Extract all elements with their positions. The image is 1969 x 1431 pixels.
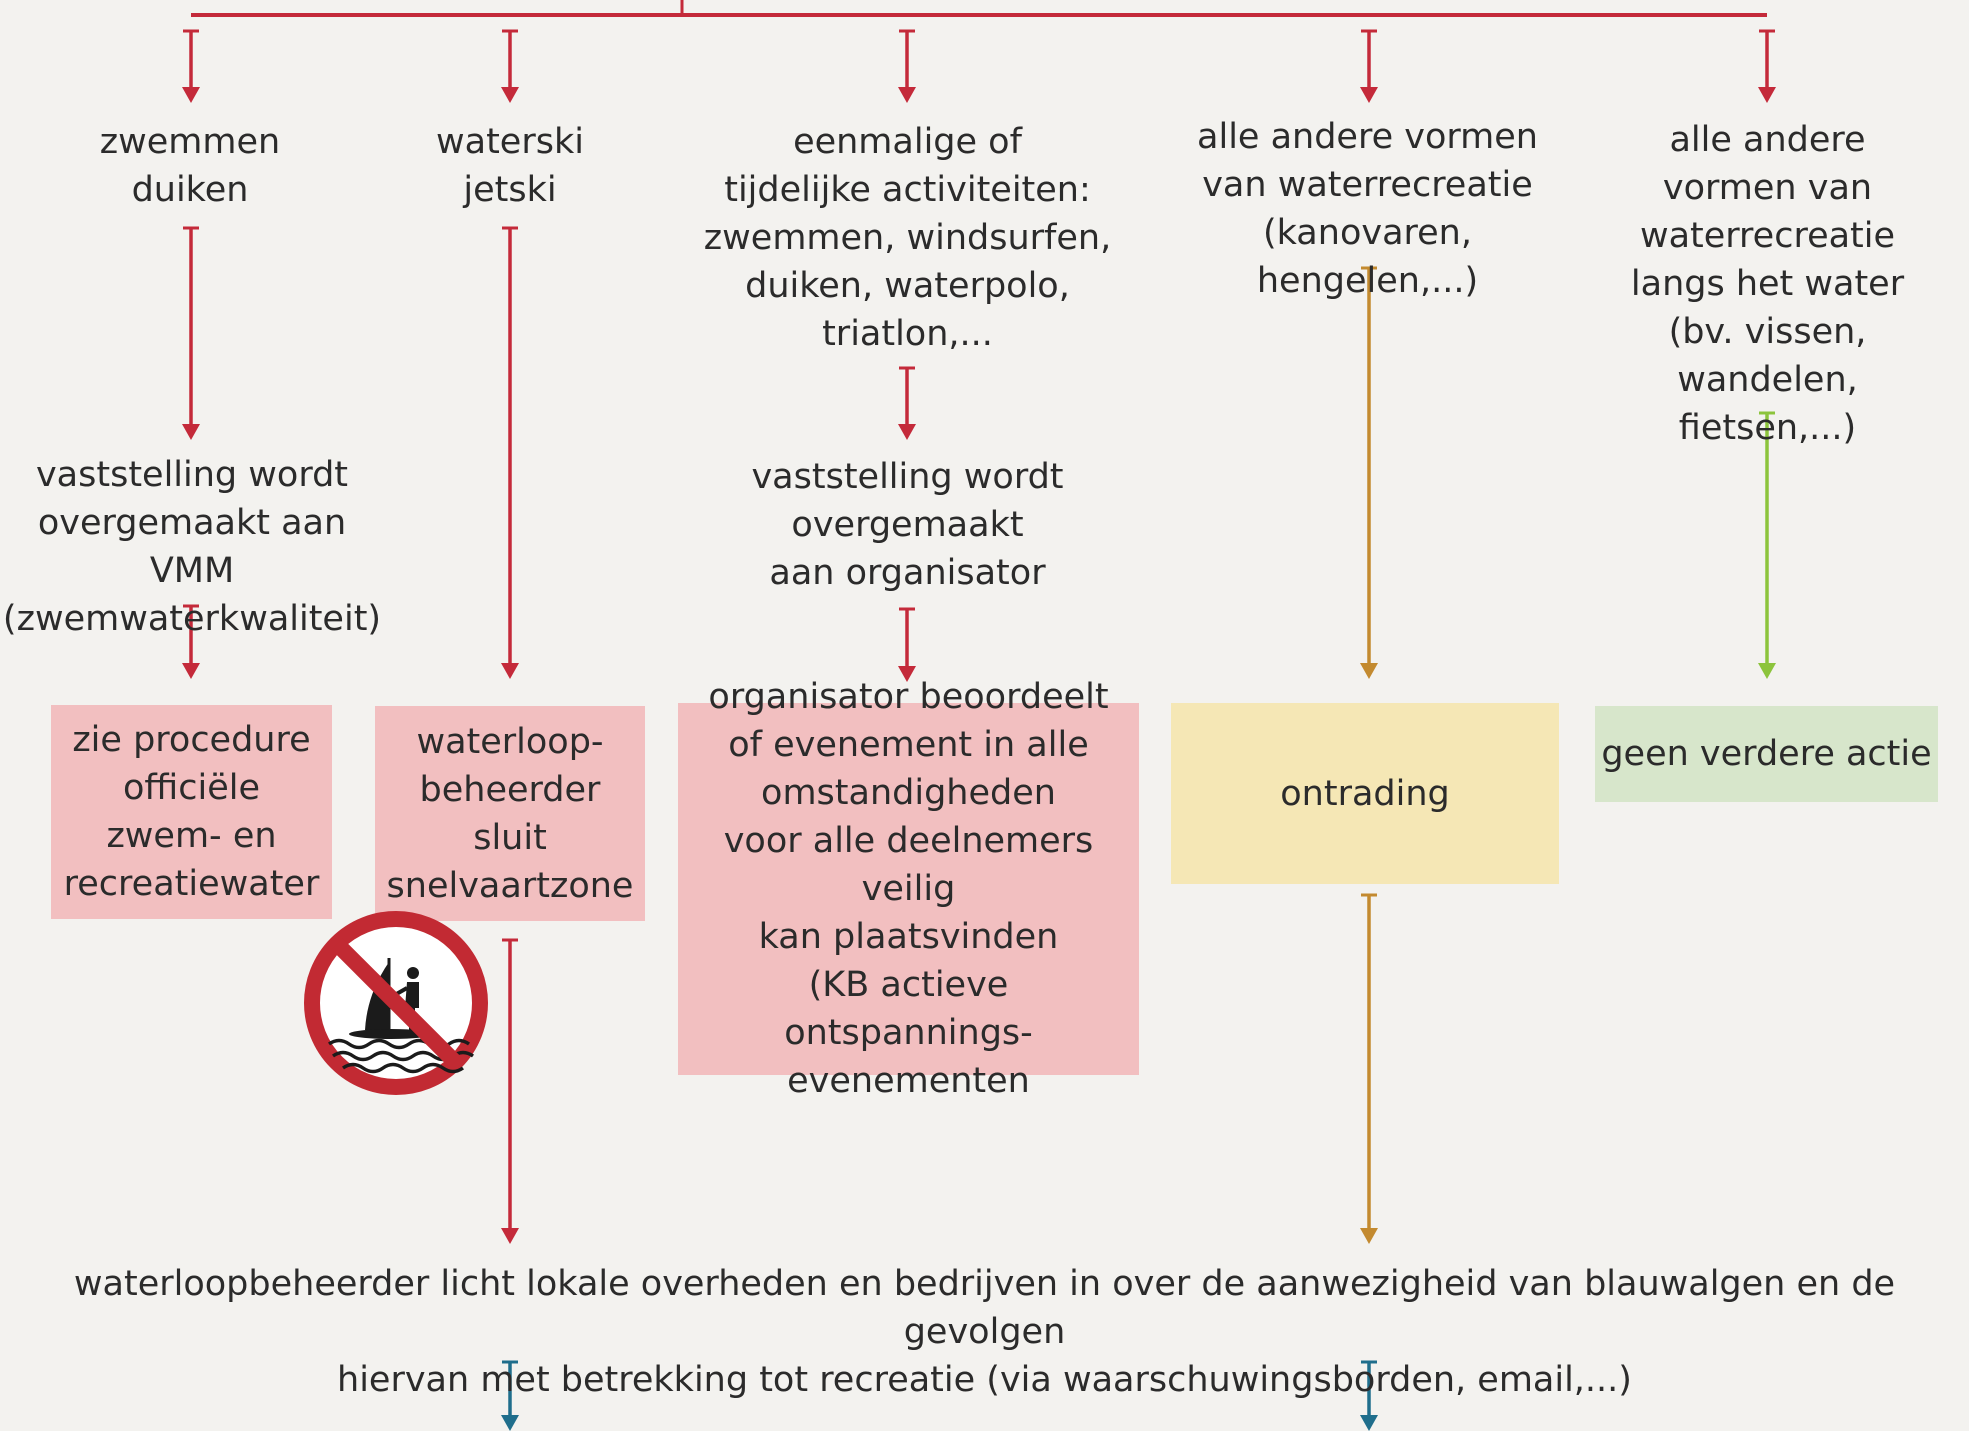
arrow-top-col1	[182, 29, 200, 103]
activity-recreation-along-water: alle andere vormen van waterrecreatie la…	[1630, 120, 1905, 448]
arrow-col2-to-result	[501, 226, 519, 679]
result-close-speedzone-box: waterloop- beheerder sluit snelvaartzone	[375, 706, 645, 921]
arrow-col3-to-result	[898, 607, 916, 682]
arrow-top-col5	[1758, 29, 1776, 103]
arrow-bottom-left	[501, 1360, 519, 1431]
arrow-col4-to-bottom	[1360, 893, 1378, 1244]
arrow-col1-to-result	[182, 604, 200, 679]
arrow-top-col3	[898, 29, 916, 103]
activity-swim-dive: zwemmen duiken	[99, 122, 281, 210]
result-procedure-box: zie procedure officiële zwem- en recreat…	[51, 705, 332, 919]
arrow-bottom-right	[1360, 1360, 1378, 1431]
result-discourage-box: ontrading	[1171, 703, 1559, 884]
step-report-vmm: vaststelling wordt overgemaakt aan VMM (…	[2, 455, 382, 639]
result-no-further-action-box: geen verdere actie	[1595, 706, 1938, 802]
step-report-organizer: vaststelling wordt overgemaakt aan organ…	[751, 457, 1064, 593]
result-organizer-assesses-box: organisator beoordeelt of evenement in a…	[678, 677, 1139, 1101]
arrow-col3-to-step	[898, 366, 916, 440]
arrow-col5-to-result	[1758, 411, 1776, 679]
arrow-top-col4	[1360, 29, 1378, 103]
arrow-col1-to-step	[182, 226, 200, 440]
activity-other-recreation: alle andere vormen van waterrecreatie (k…	[1197, 117, 1538, 301]
activity-temporary-events: eenmalige of tijdelijke activiteiten: zw…	[703, 122, 1112, 354]
arrow-col4-to-result	[1360, 266, 1378, 679]
arrow-col2-to-bottom	[501, 938, 519, 1244]
bottom-statement: waterloopbeheerder licht lokale overhede…	[73, 1264, 1896, 1400]
activity-waterski-jetski: waterski jetski	[436, 122, 584, 210]
arrow-top-col2	[501, 29, 519, 103]
no-sailing-sign-icon	[304, 911, 488, 1095]
